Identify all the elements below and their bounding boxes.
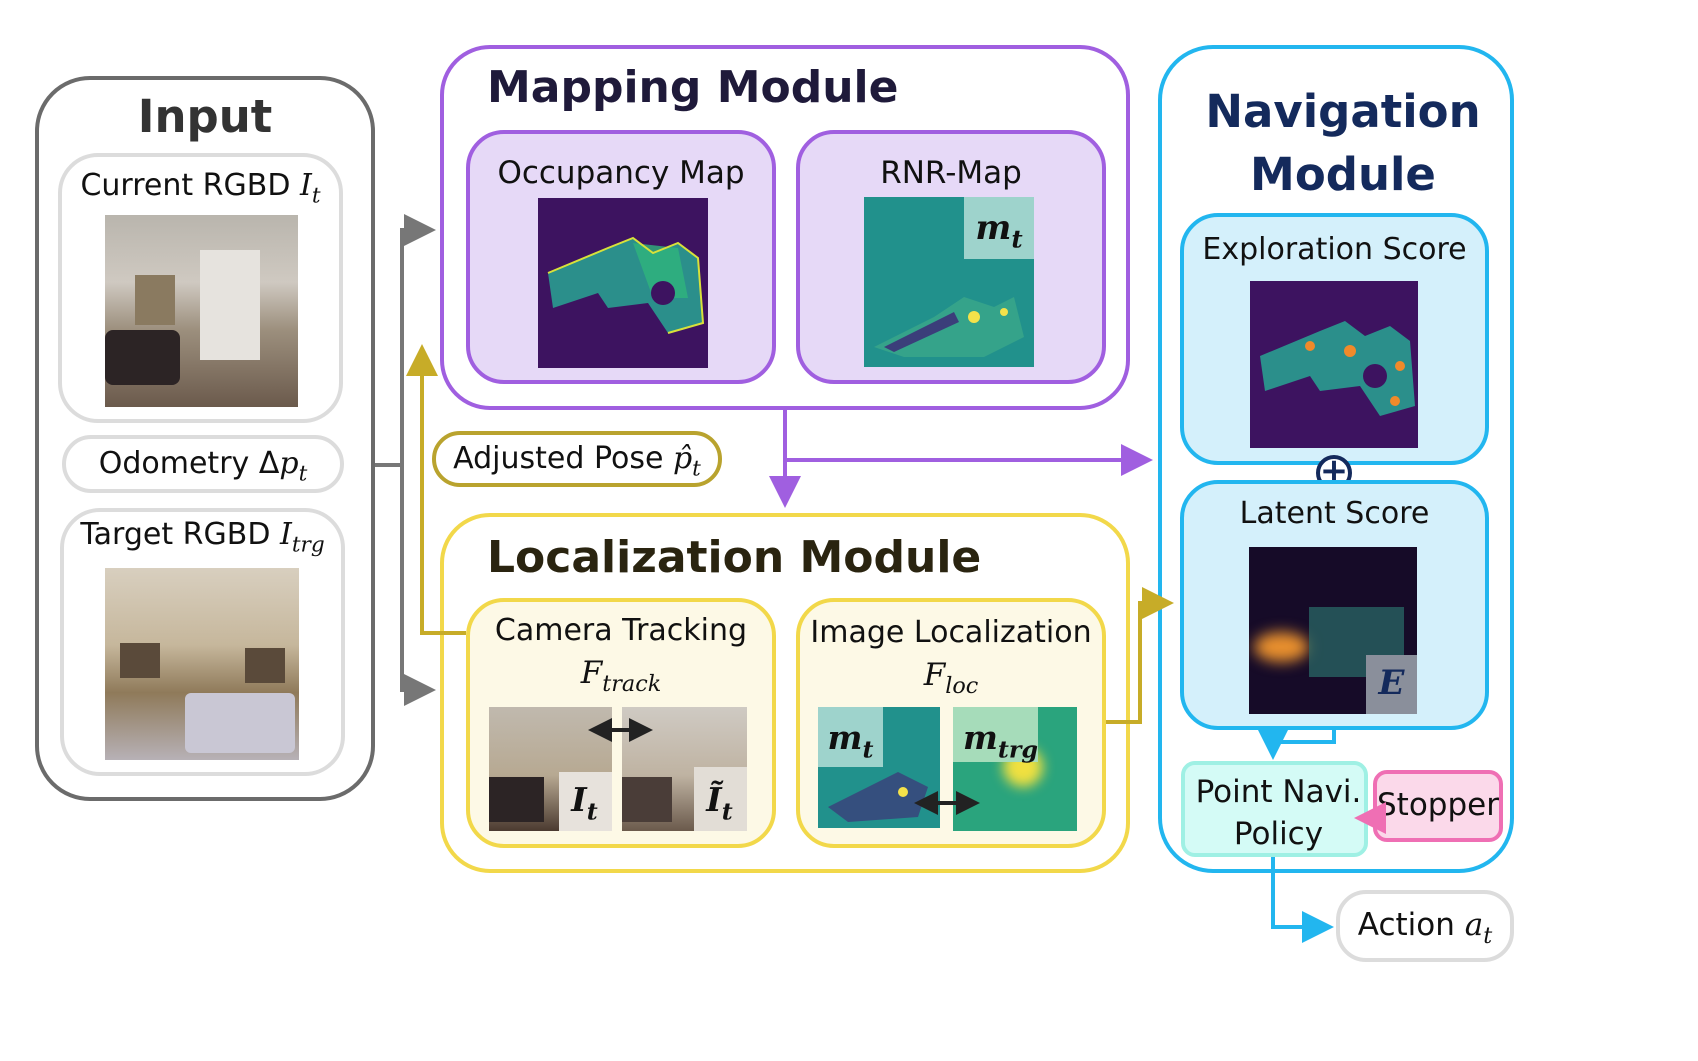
- action-label: Action at: [1357, 907, 1493, 949]
- occupancy-map-shape: [547, 236, 705, 334]
- odometry-panel: [62, 435, 344, 493]
- tracking-overlay-current: It: [571, 780, 598, 826]
- navigation-title-line1: Navigation: [1205, 85, 1481, 138]
- input-title: Input: [137, 90, 273, 143]
- current-rgbd-label: Current RGBD It: [80, 168, 321, 209]
- input-module: [35, 76, 375, 801]
- latent-overlay-e: E: [1378, 663, 1405, 703]
- camera-tracking-label: Camera Tracking: [494, 613, 748, 648]
- point-nav-policy-line2: Policy: [1233, 816, 1324, 852]
- occupancy-label: Occupancy Map: [497, 155, 745, 191]
- arrow-policy-to-action: [1271, 857, 1334, 943]
- rnr-overlay-label: mt: [975, 208, 1023, 254]
- tracking-overlay-rendered: Ĩt: [706, 780, 733, 826]
- current-rgbd-image: [105, 215, 298, 407]
- arrow-tracking-feedback: [406, 344, 466, 635]
- exploration-label: Exploration Score: [1202, 232, 1467, 267]
- image-localization-label: Image Localization: [810, 615, 1092, 650]
- stopper-box: [1373, 770, 1503, 842]
- loc-map-current-shape: [828, 772, 928, 822]
- current-rgbd-panel: [58, 153, 343, 423]
- action-box: [1336, 890, 1514, 962]
- f-loc-symbol: Floc: [923, 657, 979, 699]
- f-track-symbol: Ftrack: [580, 655, 662, 697]
- localization-title: Localization Module: [487, 532, 982, 583]
- occupancy-map-image: [538, 198, 708, 368]
- navigation-title-line2: Module: [1250, 148, 1436, 201]
- rnr-map-shape: [874, 297, 1024, 357]
- adjusted-pose-box: [432, 431, 722, 487]
- loc-overlay-current: mt: [827, 718, 874, 764]
- latent-map-image: [1249, 547, 1417, 714]
- mapping-title: Mapping Module: [487, 62, 899, 113]
- arrow-localization-to-navigation: [1106, 587, 1174, 724]
- adjusted-pose-label: Adjusted Pose p̂t: [453, 441, 701, 482]
- navigation-module: [1158, 45, 1514, 873]
- exploration-map-image: [1250, 281, 1418, 448]
- point-nav-policy-line1: Point Navi.: [1195, 774, 1362, 810]
- localization-module: [440, 513, 1130, 873]
- latent-label: Latent Score: [1239, 496, 1430, 531]
- loc-map-current: [818, 707, 940, 828]
- rnr-map-image: [864, 197, 1034, 367]
- target-rgbd-panel: [60, 508, 345, 776]
- target-rgbd-label: Target RGBD Itrg: [80, 517, 325, 558]
- rnr-label: RNR-Map: [880, 155, 1022, 191]
- exploration-map-shape: [1260, 321, 1415, 416]
- target-rgbd-image: [105, 568, 299, 760]
- mapping-module: [440, 45, 1130, 410]
- odometry-label: Odometry Δpt: [98, 446, 308, 487]
- arrow-input-to-modules: [375, 214, 436, 467]
- loc-overlay-target: mtrg: [962, 718, 1038, 764]
- arrow-latent-to-policy: [1257, 728, 1336, 760]
- stopper-label: Stopper: [1377, 787, 1499, 823]
